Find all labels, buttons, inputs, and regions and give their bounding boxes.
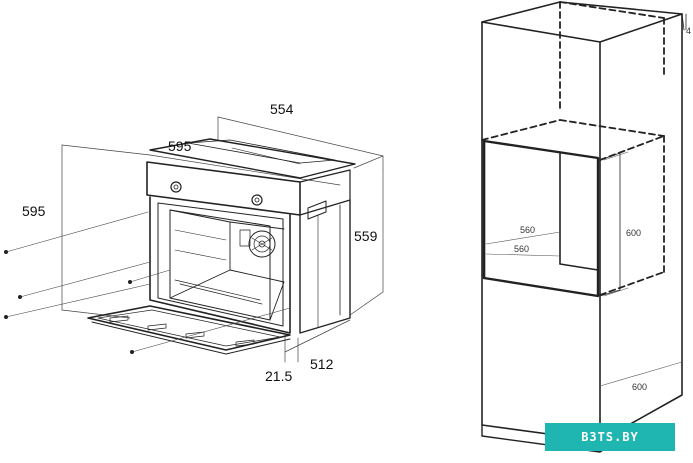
screw-guides: [5, 211, 291, 353]
cabinet-top-offset-label: 4: [686, 26, 692, 36]
niche-dimension-lines: [485, 151, 683, 387]
cabinet-depth-label: 600: [632, 382, 648, 392]
oven-depth-label: 512: [310, 356, 334, 372]
panel-offset-label: 21.5: [265, 368, 293, 384]
oven-illustration: [4, 116, 384, 363]
hidden-edges: [481, 1, 665, 296]
watermark-logo: B3TS.BY: [545, 423, 675, 451]
oven-width-front-label: 595: [168, 138, 192, 154]
cabinet-illustration: [481, 1, 687, 453]
niche-width-label-a: 560: [520, 225, 536, 235]
niche-width-label-b: 560: [514, 244, 530, 254]
screw-icon: [4, 250, 134, 354]
oven-width-top-label: 554: [270, 101, 294, 117]
oven-height-right-label: 559: [354, 228, 378, 244]
niche-height-label: 600: [626, 228, 642, 238]
oven-height-label: 595: [22, 203, 46, 219]
